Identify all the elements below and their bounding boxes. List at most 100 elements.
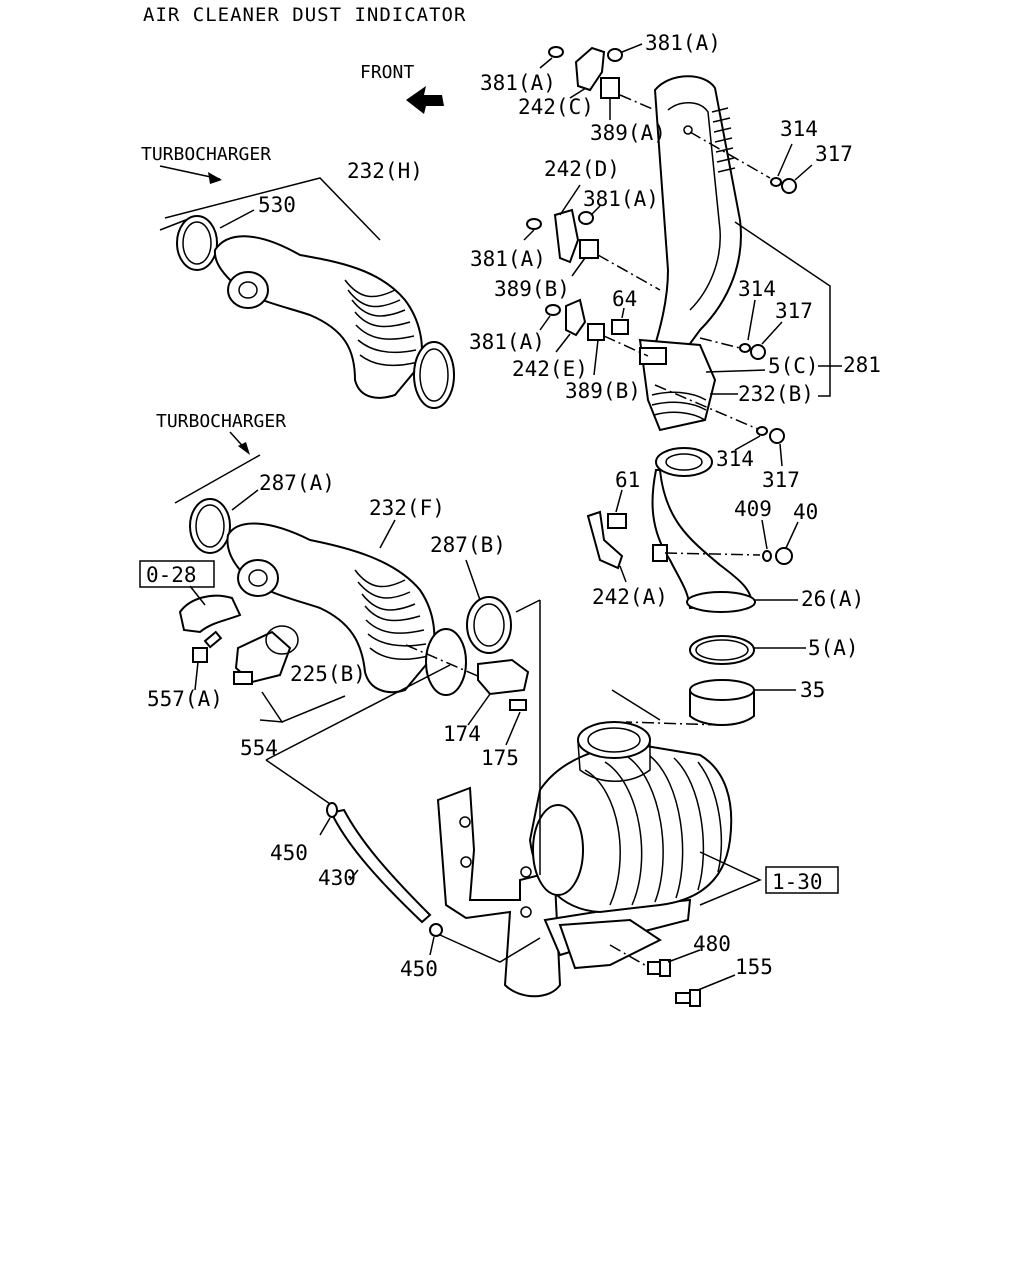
- leader-line: [705, 369, 766, 373]
- leader-line: [621, 43, 643, 53]
- clamp-inner: [695, 639, 749, 661]
- leader-line: [265, 664, 451, 761]
- callout-409: 409: [734, 497, 772, 521]
- bolt-155: [675, 989, 701, 1007]
- hose-232h-flange: [227, 271, 269, 309]
- lower-hose-assembly: TURBOCHARGER 287(A) 232(F) 287(B): [139, 411, 530, 770]
- air-duct-281: 381(A) 381(A) 242(C) 389(A) 314 317 242(…: [469, 31, 881, 492]
- callout-232b: 232(B): [738, 382, 814, 406]
- leader-line: [779, 443, 783, 467]
- leader-line: [429, 936, 435, 956]
- flange-hole: [248, 569, 268, 587]
- duct-bracket-tab: [639, 347, 667, 365]
- elbow-bracket-tab: [652, 544, 668, 562]
- leader-line: [593, 339, 599, 376]
- callout-287a: 287(A): [259, 471, 335, 495]
- callout-450-lower: 450: [400, 957, 438, 981]
- leader-line: [439, 934, 541, 963]
- nut-381a-mid-right: [578, 211, 594, 225]
- bolt-64: [611, 319, 629, 335]
- leader-line: [625, 721, 721, 726]
- leader-line: [734, 221, 831, 397]
- front-label: FRONT: [360, 62, 414, 83]
- bolt-480: [647, 959, 671, 977]
- leader-line: [164, 177, 381, 241]
- upper-hose-assembly: TURBOCHARGER 530 232(H): [141, 144, 455, 409]
- bracket-hole: [520, 866, 532, 878]
- bracket-hole: [459, 816, 471, 828]
- air-cleaner-outlet: [532, 804, 584, 896]
- ref-box-0-28[interactable]: [139, 560, 215, 588]
- washer-314-top: [770, 177, 782, 187]
- callout-430: 430: [318, 866, 356, 890]
- callout-175: 175: [481, 746, 519, 770]
- leader-line: [319, 817, 331, 836]
- duct-inner: [667, 102, 721, 311]
- callout-480: 480: [693, 932, 731, 956]
- leader-line: [261, 691, 346, 723]
- leader-line: [603, 335, 649, 357]
- leader-line: [231, 489, 259, 511]
- callout-557a: 557(A): [147, 687, 223, 711]
- leader-line: [259, 719, 284, 723]
- callout-381a-mid-left: 381(A): [470, 247, 546, 271]
- callout-317-mid: 317: [775, 299, 813, 323]
- leader-line: [539, 57, 553, 69]
- bracket-hole: [520, 906, 532, 918]
- bracket-242a: [586, 510, 624, 570]
- turbocharger-upper-label: TURBOCHARGER: [141, 144, 271, 165]
- clip-450-upper: [326, 802, 338, 818]
- hose-232f-ribs: [354, 569, 429, 661]
- callout-314-top: 314: [780, 117, 818, 141]
- leader-line: [699, 337, 741, 349]
- front-arrow-icon: [406, 86, 444, 114]
- callout-26a: 26(A): [801, 587, 864, 611]
- inlet-inner: [587, 727, 641, 753]
- nut-381a-lower: [545, 304, 561, 316]
- leader-line: [555, 333, 571, 353]
- turbocharger-lower-arrow-icon: [238, 442, 250, 455]
- clip-389a: [600, 77, 620, 99]
- leader-line: [591, 205, 601, 215]
- leader-line: [349, 869, 359, 881]
- leader-line: [619, 565, 627, 583]
- clamp-inner: [195, 504, 225, 548]
- bracket-242d: [553, 208, 580, 264]
- bolt-557a: [192, 630, 223, 663]
- bolt-hole: [683, 125, 693, 135]
- sensor-174: [477, 658, 530, 696]
- callout-381a-top-left: 381(A): [480, 71, 556, 95]
- callout-242a: 242(A): [592, 585, 668, 609]
- hose-232f-outlet: [425, 628, 467, 696]
- nut-381a-top-left: [548, 46, 564, 58]
- bellows-232b: [651, 391, 707, 421]
- hose-232h-outlet: [413, 341, 455, 409]
- bolt-head: [192, 647, 208, 663]
- leader-line: [265, 759, 337, 809]
- leader-line: [465, 559, 481, 601]
- inlet-neck: [577, 741, 651, 782]
- callout-381a-mid-right: 381(A): [583, 187, 659, 211]
- leader-line: [747, 299, 756, 341]
- callout-232f: 232(F): [369, 496, 445, 520]
- clamp-inner: [473, 603, 505, 647]
- callout-314-low: 314: [716, 447, 754, 471]
- leader-line: [611, 689, 661, 721]
- ref-box-1-30[interactable]: [765, 866, 839, 894]
- hose-232h: [213, 235, 423, 399]
- diagram-title: AIR CLEANER DUST INDICATOR: [143, 4, 466, 26]
- hose-232h-ribs: [344, 279, 419, 367]
- leader-line: [523, 229, 535, 241]
- leader-line: [571, 257, 586, 277]
- callout-381a-lower: 381(A): [469, 330, 545, 354]
- hose-232f-flange: [237, 559, 279, 597]
- leader-line: [761, 519, 768, 550]
- turbocharger-lower-label: TURBOCHARGER: [156, 411, 286, 432]
- leader-line: [559, 184, 581, 216]
- callout-314-mid: 314: [738, 277, 776, 301]
- nut-317-low: [769, 428, 785, 444]
- washer-314-mid: [739, 343, 751, 353]
- collar-inner: [665, 453, 703, 471]
- callout-317-low: 317: [762, 468, 800, 492]
